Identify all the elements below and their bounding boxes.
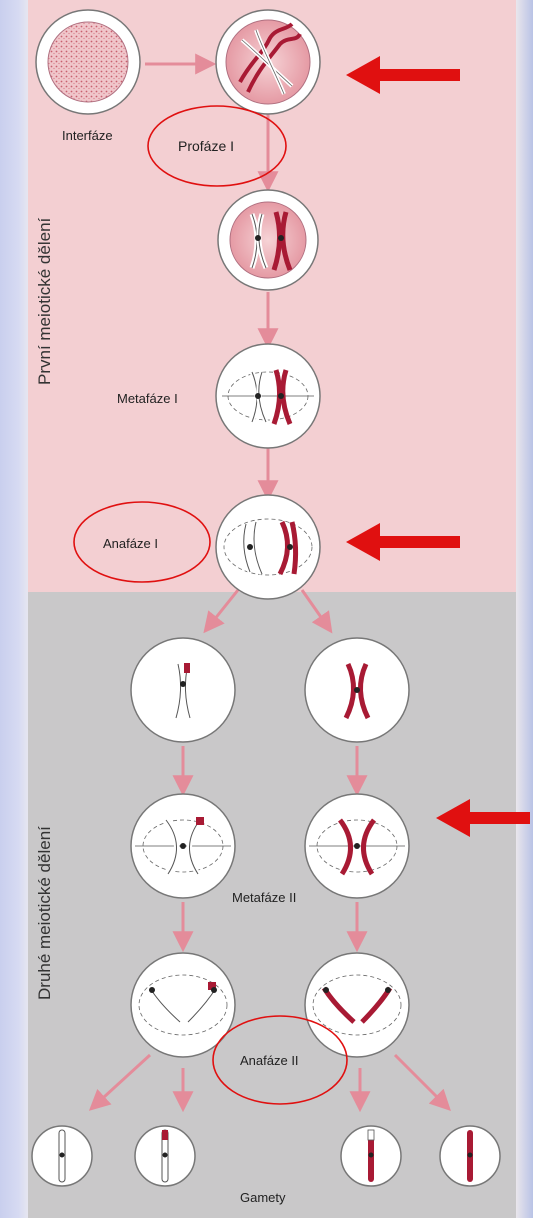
prophase1-late-cell xyxy=(217,189,319,291)
anaphase1-highlight-ring xyxy=(73,501,211,583)
anaphase2-highlight-ring xyxy=(212,1015,348,1105)
metaphase1-cell xyxy=(215,343,321,449)
meiosis2-left-cell-1 xyxy=(130,637,236,743)
anaphase1-label: Anafáze I xyxy=(103,536,158,551)
anaphase2-left-cell xyxy=(130,952,236,1058)
first-division-title: První meiotické dělení xyxy=(35,217,54,385)
pointer-arrow-prophase1 xyxy=(346,56,460,94)
anaphase2-label: Anafáze II xyxy=(240,1053,299,1068)
meiosis2-right-cell-1 xyxy=(304,637,410,743)
anaphase2-right-cell xyxy=(304,952,410,1058)
metaphase2-left-cell xyxy=(130,793,236,899)
gamete-4 xyxy=(439,1125,501,1187)
second-division-title: Druhé meiotické dělení xyxy=(35,826,54,1000)
interphase-label: Interfáze xyxy=(62,128,113,143)
gamete-1 xyxy=(31,1125,93,1187)
pointer-arrow-anaphase2 xyxy=(436,799,530,837)
gametes-label: Gamety xyxy=(240,1190,286,1205)
interphase-cell xyxy=(35,9,141,115)
gamete-3 xyxy=(340,1125,402,1187)
prophase1-label: Profáze I xyxy=(178,138,234,154)
prophase1-cell xyxy=(215,9,321,115)
metaphase2-right-cell xyxy=(304,793,410,899)
second-division-panel xyxy=(28,592,516,1218)
prophase1-highlight-ring xyxy=(147,105,287,187)
pointer-arrow-anaphase1 xyxy=(346,523,460,561)
metaphase1-label: Metafáze I xyxy=(117,391,178,406)
flow-arrows xyxy=(88,53,451,1113)
metaphase2-label: Metafáze II xyxy=(232,890,296,905)
anaphase1-cell xyxy=(215,494,321,600)
gamete-2 xyxy=(134,1125,196,1187)
